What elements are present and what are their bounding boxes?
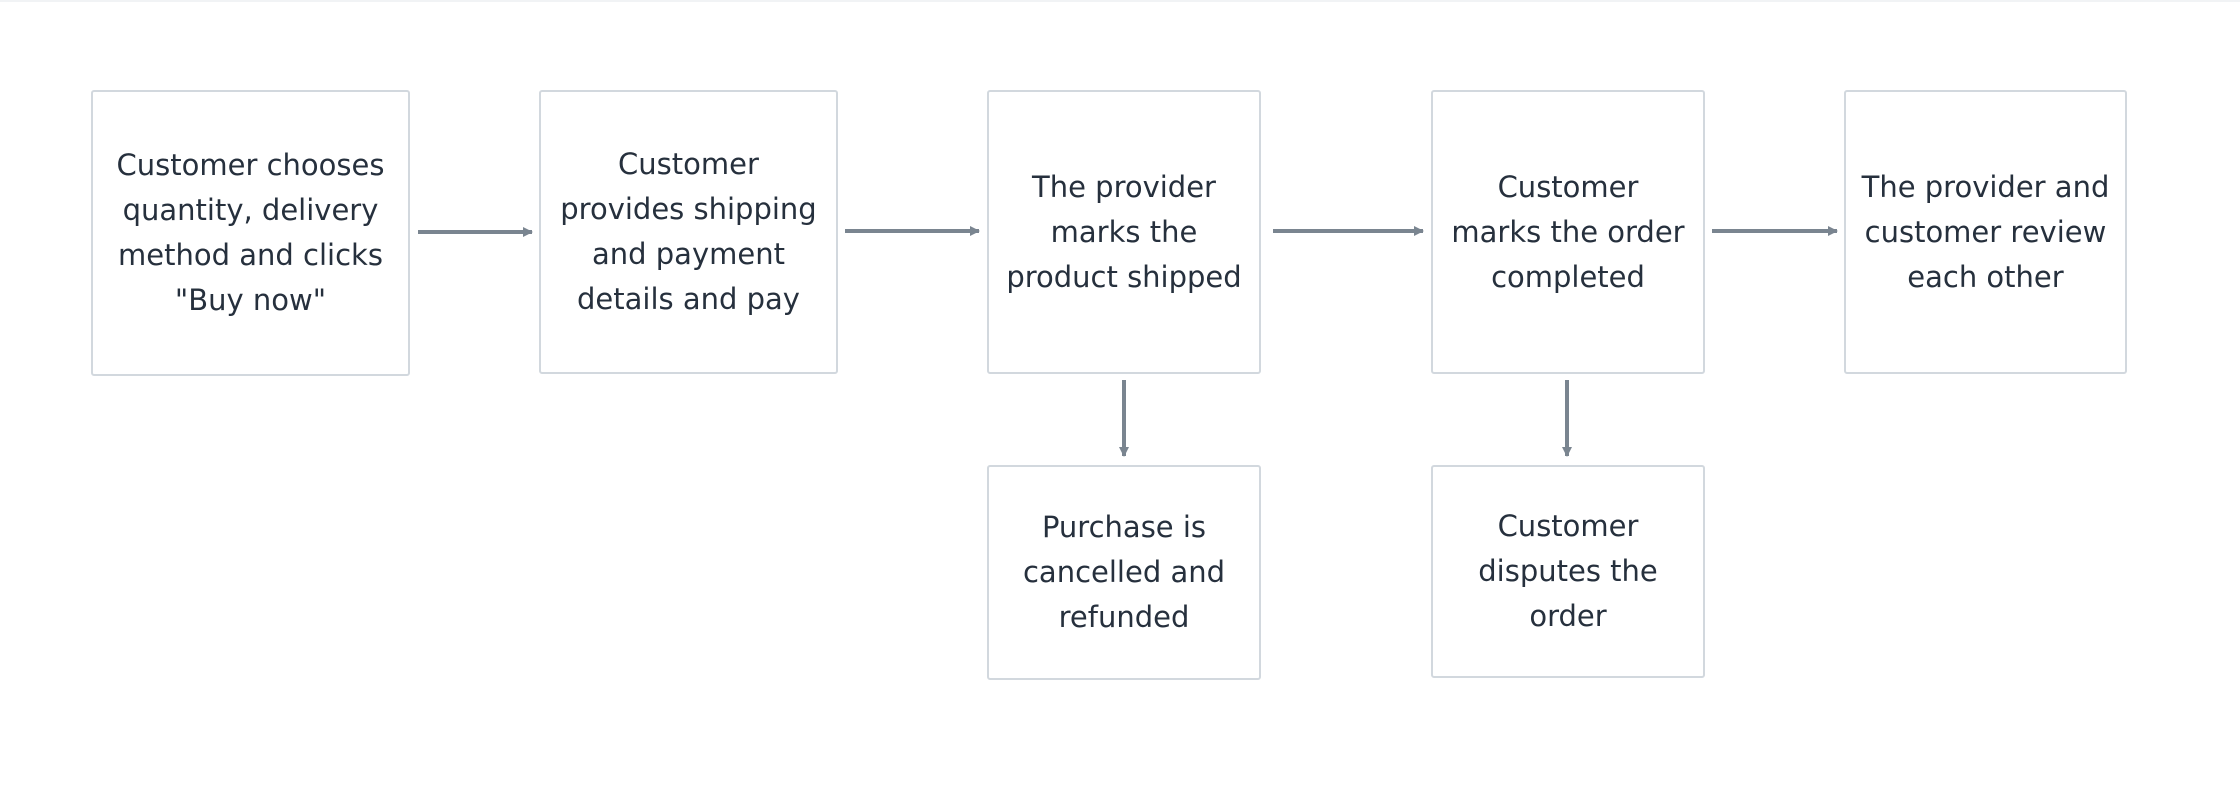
outcome-label: Purchase is cancelled and refunded: [1022, 510, 1226, 634]
step-mutual-review: The provider and customer review each ot…: [1844, 90, 2127, 374]
step-label: Customer provides shipping and payment d…: [560, 147, 817, 316]
step-choose-and-buy: Customer chooses quantity, delivery meth…: [91, 90, 410, 376]
step-label: The provider and customer review each ot…: [1861, 169, 2110, 294]
step-provider-ships: The provider marks the product shipped: [987, 90, 1261, 374]
step-label: The provider marks the product shipped: [1006, 169, 1242, 294]
step-label: Customer chooses quantity, delivery meth…: [116, 148, 385, 317]
step-label: Customer marks the order completed: [1451, 169, 1685, 294]
step-shipping-and-payment: Customer provides shipping and payment d…: [539, 90, 838, 374]
step-order-completed: Customer marks the order completed: [1431, 90, 1705, 374]
top-divider: [0, 0, 2240, 2]
outcome-label: Customer disputes the order: [1478, 509, 1658, 633]
outcome-cancelled-refunded: Purchase is cancelled and refunded: [987, 465, 1261, 680]
outcome-disputed: Customer disputes the order: [1431, 465, 1705, 678]
